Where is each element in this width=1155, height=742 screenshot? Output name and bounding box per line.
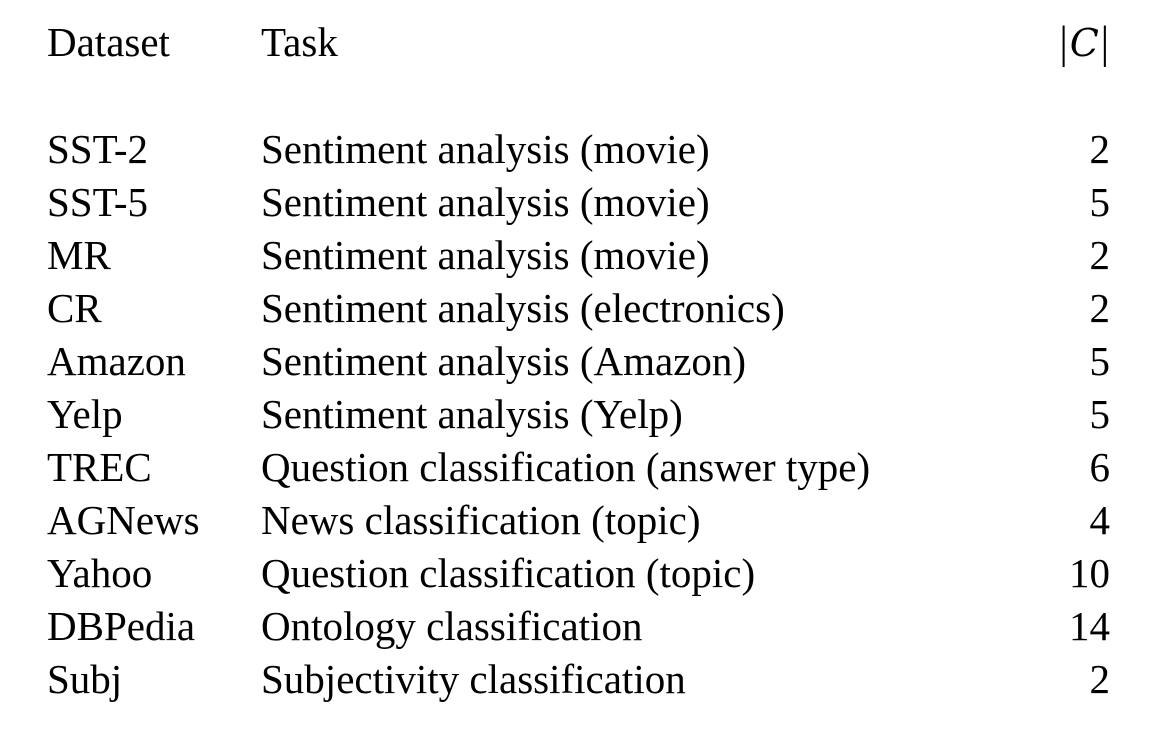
table-row: AGNews News classification (topic) 4 — [15, 494, 1140, 547]
column-header-dataset: Dataset — [47, 19, 170, 65]
spacer-cell-3 — [995, 706, 1140, 722]
bottom-spacer — [15, 706, 1140, 722]
spacer-cell-2 — [255, 706, 995, 722]
cell-task: Ontology classification — [261, 603, 643, 649]
cell-dataset: SST-2 — [47, 126, 149, 172]
column-header-class-count: |C| — [995, 19, 1140, 108]
right-bar-glyph: | — [1100, 16, 1109, 68]
cell-class-count: 2 — [1089, 656, 1111, 702]
table-row: Yelp Sentiment analysis (Yelp) 5 — [15, 388, 1140, 441]
cell-dataset: TREC — [47, 444, 152, 490]
cell-task: Sentiment analysis (movie) — [261, 179, 710, 225]
cardinality-symbol: |C| — [1058, 19, 1110, 65]
cell-class-count: 10 — [1069, 550, 1110, 596]
cell-dataset: DBPedia — [47, 603, 196, 649]
table-row: MR Sentiment analysis (movie) 2 — [15, 229, 1140, 282]
cell-task: Question classification (answer type) — [261, 444, 871, 490]
cell-task: Sentiment analysis (electronics) — [261, 285, 785, 331]
table-row: DBPedia Ontology classification 14 — [15, 600, 1140, 653]
table-row: TREC Question classification (answer typ… — [15, 441, 1140, 494]
table-row: Amazon Sentiment analysis (Amazon) 5 — [15, 335, 1140, 388]
cell-task: Sentiment analysis (Amazon) — [261, 338, 747, 384]
dataset-table-container: Dataset Task |C| SST-2 Sentiment analysi… — [15, 19, 1140, 722]
cell-class-count: 5 — [1089, 338, 1111, 384]
cell-class-count: 6 — [1089, 444, 1111, 490]
cell-class-count: 2 — [1089, 126, 1111, 172]
cell-dataset: Subj — [47, 656, 123, 702]
cell-class-count: 4 — [1089, 497, 1111, 543]
script-c-glyph: C — [1069, 21, 1099, 65]
cell-dataset: Yahoo — [47, 550, 153, 596]
cell-dataset: SST-5 — [47, 179, 149, 225]
table-body: SST-2 Sentiment analysis (movie) 2 SST-5… — [15, 108, 1140, 722]
table-row: SST-5 Sentiment analysis (movie) 5 — [15, 176, 1140, 229]
cell-class-count: 2 — [1089, 232, 1111, 278]
cell-task: Sentiment analysis (Yelp) — [261, 391, 683, 437]
table-row: SST-2 Sentiment analysis (movie) 2 — [15, 108, 1140, 176]
cell-task: Sentiment analysis (movie) — [261, 232, 710, 278]
table-row: Subj Subjectivity classification 2 — [15, 653, 1140, 706]
table-row: CR Sentiment analysis (electronics) 2 — [15, 282, 1140, 335]
cell-class-count: 5 — [1089, 391, 1111, 437]
dataset-task-table: Dataset Task |C| SST-2 Sentiment analysi… — [15, 19, 1140, 722]
left-bar-glyph: | — [1059, 16, 1068, 68]
cell-task: Subjectivity classification — [261, 656, 686, 702]
cell-task: News classification (topic) — [261, 497, 701, 543]
cell-class-count: 5 — [1089, 179, 1111, 225]
cell-dataset: MR — [47, 232, 111, 278]
table-row: Yahoo Question classification (topic) 10 — [15, 547, 1140, 600]
cell-dataset: Amazon — [47, 338, 186, 384]
cell-dataset: Yelp — [47, 391, 123, 437]
cell-task: Sentiment analysis (movie) — [261, 126, 710, 172]
cell-class-count: 14 — [1069, 603, 1110, 649]
cell-dataset: AGNews — [47, 497, 200, 543]
cell-task: Question classification (topic) — [261, 550, 756, 596]
table-header-row: Dataset Task |C| — [15, 19, 1140, 108]
cell-dataset: CR — [47, 285, 102, 331]
cell-class-count: 2 — [1089, 285, 1111, 331]
spacer-cell-1 — [15, 706, 255, 722]
column-header-task: Task — [261, 19, 338, 65]
